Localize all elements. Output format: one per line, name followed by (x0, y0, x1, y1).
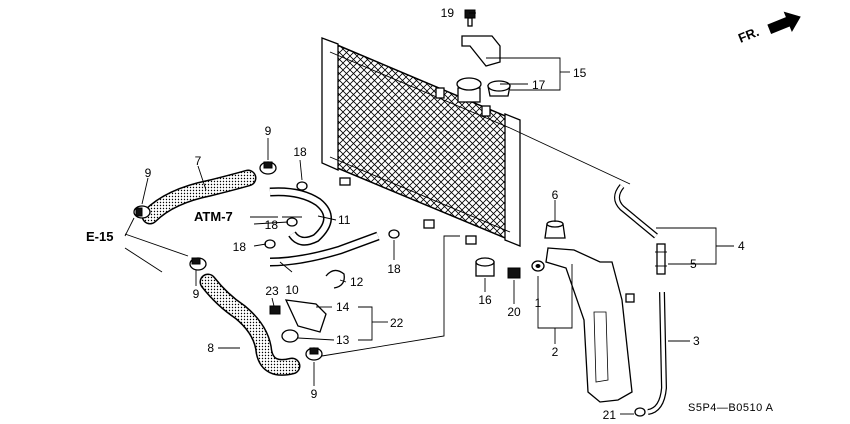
bolt-19 (464, 9, 476, 27)
callout-5: 5 (690, 257, 697, 271)
diagram-code: S5P4—B0510 A (688, 402, 774, 414)
hose-clamp-18-d (388, 229, 400, 239)
clip-13 (281, 329, 299, 343)
callout-15: 15 (573, 66, 587, 80)
hose-clamp-9-lower-right (305, 347, 323, 361)
callout-6: 6 (552, 188, 559, 202)
drain-plug (507, 267, 521, 279)
ref-label-atm7: ATM-7 (194, 209, 233, 224)
callout-7: 7 (195, 154, 202, 168)
callout-1: 1 (535, 296, 542, 310)
leader-lines (124, 12, 734, 415)
reserve-tank-hose (647, 291, 668, 415)
callout-12: 12 (350, 275, 364, 289)
callout-23: 23 (265, 284, 279, 298)
callout-9-upper-right: 9 (265, 124, 272, 138)
upper-mount-cushion (487, 80, 511, 97)
lower-mount-cushion (475, 257, 495, 277)
atf-cooler-hose (269, 187, 332, 246)
overflow-hose (614, 184, 658, 239)
washer (531, 260, 545, 272)
hose-clamp-9-upper-left (133, 205, 151, 219)
radiator-cap (456, 77, 482, 103)
ref-label-e15: E-15 (86, 229, 113, 244)
upper-bracket (461, 35, 501, 67)
lower-radiator-hose (199, 273, 301, 376)
callout-22: 22 (390, 316, 404, 330)
callout-20: 20 (507, 305, 521, 319)
callout-3: 3 (693, 334, 700, 348)
callout-18-right: 18 (387, 262, 401, 276)
hose-clamp-9-upper-right (259, 161, 277, 175)
hose-clamp-18-c (264, 239, 276, 249)
callout-13: 13 (336, 333, 350, 347)
callout-14: 14 (336, 300, 350, 314)
hose-clip-12 (325, 269, 345, 289)
callout-16: 16 (478, 293, 492, 307)
callout-4: 4 (738, 239, 745, 253)
callout-10: 10 (285, 283, 299, 297)
callout-8: 8 (207, 341, 214, 355)
bolt-23 (269, 305, 281, 315)
callout-2: 2 (552, 345, 559, 359)
hose-clamp-9-lower-left (189, 257, 207, 271)
orientation-label: FR. (736, 24, 761, 46)
reserve-tank-cap (544, 220, 566, 239)
hose-joint (655, 243, 667, 275)
hose-clamp-18-b (286, 217, 298, 227)
callout-21: 21 (603, 408, 617, 422)
hose-clamp-18-a (296, 181, 308, 191)
callout-9-upper-left: 9 (145, 166, 152, 180)
front-arrow-icon (767, 11, 801, 34)
callout-17: 17 (532, 78, 546, 92)
radiator (321, 37, 521, 247)
reserve-tank (545, 247, 635, 403)
upper-radiator-hose (141, 169, 257, 225)
callout-18-low: 18 (233, 240, 247, 254)
hose-bracket-14 (284, 299, 327, 333)
callout-18-top: 18 (293, 145, 307, 159)
callout-18-mid: 18 (265, 218, 279, 232)
hose-clip-21 (634, 407, 646, 417)
callout-9-lower-left: 9 (193, 287, 200, 301)
callout-19: 19 (441, 6, 455, 20)
callout-9-lower-right: 9 (311, 387, 318, 401)
atf-cooler-hose-lower (269, 231, 380, 267)
callout-11: 11 (338, 213, 351, 227)
